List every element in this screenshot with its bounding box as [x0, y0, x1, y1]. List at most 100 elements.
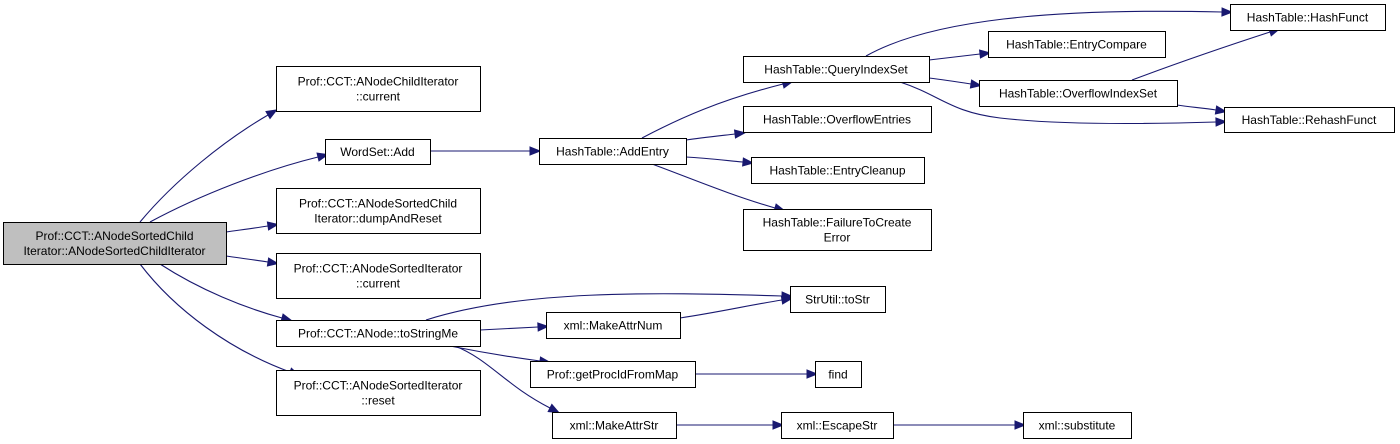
edge-queryindexset-to-overflowindexset — [928, 77, 983, 89]
edge-line — [928, 53, 981, 61]
arrowhead-icon — [978, 49, 992, 59]
node-makeattrstr[interactable]: xml::MakeAttrStr — [552, 412, 677, 439]
node-box — [1230, 4, 1386, 31]
node-label: Prof::CCT::ANodeSortedIterator — [294, 262, 463, 276]
edge-queryindexset-to-hashfunct — [865, 7, 1234, 57]
edge-root-to-child_current — [139, 109, 278, 223]
node-box — [276, 188, 481, 234]
node-label: HashTable::FailureToCreate — [763, 216, 912, 230]
node-hashfunct[interactable]: HashTable::HashFunct — [1230, 4, 1386, 31]
node-box — [1224, 107, 1395, 133]
node-label: xml::MakeAttrStr — [570, 419, 659, 433]
edge-root-to-dump_reset — [225, 221, 280, 233]
edge-getprocid-to-find — [695, 369, 819, 379]
arrowhead-icon — [806, 369, 819, 379]
node-label: Prof::CCT::ANodeSortedIterator — [294, 379, 463, 393]
node-label: StrUtil::toStr — [805, 293, 870, 307]
node-tostr[interactable]: StrUtil::toStr — [790, 286, 886, 313]
node-box — [743, 56, 930, 83]
arrowhead-icon — [1215, 117, 1228, 127]
edge-line — [679, 299, 783, 319]
root-node[interactable]: Prof::CCT::ANodeSortedChildIterator::ANo… — [3, 222, 227, 265]
node-box — [552, 412, 677, 439]
node-sorted-reset[interactable]: Prof::CCT::ANodeSortedIterator::reset — [276, 370, 481, 416]
edge-root-to-sorted_current — [225, 255, 280, 267]
arrowhead-icon — [529, 146, 542, 156]
node-escapestr[interactable]: xml::EscapeStr — [781, 412, 894, 439]
node-box — [530, 361, 696, 388]
node-box — [539, 138, 687, 165]
node-label: Prof::CCT::ANode::toStringMe — [298, 327, 458, 341]
edge-line — [1131, 31, 1271, 81]
edge-line — [449, 345, 541, 362]
node-entrycompare[interactable]: HashTable::EntryCompare — [988, 31, 1166, 58]
node-child-current[interactable]: Prof::CCT::ANodeChildIterator::current — [276, 66, 481, 112]
node-label: HashTable::OverflowIndexSet — [999, 87, 1158, 101]
node-find[interactable]: find — [815, 361, 862, 388]
edge-queryindexset-to-rehashfunct — [899, 81, 1228, 127]
edge-line — [899, 81, 1217, 125]
node-box — [325, 139, 431, 165]
edge-line — [225, 225, 269, 233]
node-overflowindexset[interactable]: HashTable::OverflowIndexSet — [979, 80, 1178, 107]
arrowhead-icon — [742, 157, 755, 167]
edge-line — [454, 345, 551, 409]
edge-line — [1176, 104, 1217, 111]
arrowhead-icon — [547, 403, 561, 414]
edge-line — [865, 10, 1223, 57]
arrowhead-icon — [780, 295, 794, 305]
node-label: ::current — [356, 277, 401, 291]
node-wordset-add[interactable]: WordSet::Add — [325, 139, 431, 165]
node-label: Error — [824, 231, 851, 245]
edge-queryindexset-to-entrycompare — [928, 49, 992, 61]
arrowhead-icon — [772, 420, 785, 430]
node-entrycleanup[interactable]: HashTable::EntryCleanup — [751, 157, 925, 184]
node-label: xml::EscapeStr — [797, 419, 878, 433]
edge-overflowindexset-to-rehashfunct — [1176, 104, 1228, 115]
edge-root-to-tostringme — [159, 263, 293, 323]
arrowhead-icon — [969, 79, 983, 89]
node-box — [815, 361, 862, 388]
node-queryindexset[interactable]: HashTable::QueryIndexSet — [743, 56, 930, 83]
arrowhead-icon — [265, 109, 278, 120]
arrowhead-icon — [537, 322, 550, 332]
edge-wordset_add-to-addentry — [430, 146, 542, 156]
node-overflowentries[interactable]: HashTable::OverflowEntries — [743, 106, 932, 133]
node-label: WordSet::Add — [340, 145, 414, 159]
node-rehashfunct[interactable]: HashTable::RehashFunct — [1224, 107, 1395, 133]
node-label: Prof::CCT::ANodeChildIterator — [298, 75, 459, 89]
node-label: ::current — [356, 90, 401, 104]
node-label: Prof::CCT::ANodeSortedChild — [299, 197, 457, 211]
edge-line — [685, 156, 744, 163]
node-dump-reset[interactable]: Prof::CCT::ANodeSortedChildIterator::dum… — [276, 188, 481, 234]
node-sorted-current[interactable]: Prof::CCT::ANodeSortedIterator::current — [276, 253, 481, 299]
edge-line — [928, 77, 972, 85]
edge-line — [425, 293, 783, 321]
node-substitute[interactable]: xml::substitute — [1023, 412, 1132, 439]
node-label: HashTable::QueryIndexSet — [764, 63, 908, 77]
node-box — [743, 106, 932, 133]
edge-tostringme-to-makeattrnum — [479, 322, 550, 332]
edge-root-to-sorted_reset — [139, 263, 301, 377]
node-box — [743, 209, 932, 251]
node-box — [1023, 412, 1132, 439]
node-addentry[interactable]: HashTable::AddEntry — [539, 138, 687, 165]
node-makeattrnum[interactable]: xml::MakeAttrNum — [546, 312, 681, 339]
edge-addentry-to-overflowentries — [685, 129, 747, 141]
node-label: HashTable::HashFunct — [1247, 11, 1369, 25]
node-label: Prof::getProcIdFromMap — [547, 368, 679, 382]
node-box — [276, 253, 481, 299]
arrowhead-icon — [1221, 7, 1234, 17]
edge-makeattrnum-to-tostr — [679, 295, 794, 319]
node-box — [3, 222, 227, 265]
arrowhead-icon — [1214, 105, 1228, 115]
node-getprocid[interactable]: Prof::getProcIdFromMap — [530, 361, 696, 388]
edge-line — [651, 163, 776, 209]
edge-line — [685, 133, 736, 141]
node-label: HashTable::AddEntry — [556, 145, 669, 159]
node-box — [276, 320, 481, 347]
edge-line — [641, 83, 784, 139]
node-box — [751, 157, 925, 184]
node-tostringme[interactable]: Prof::CCT::ANode::toStringMe — [276, 320, 481, 347]
